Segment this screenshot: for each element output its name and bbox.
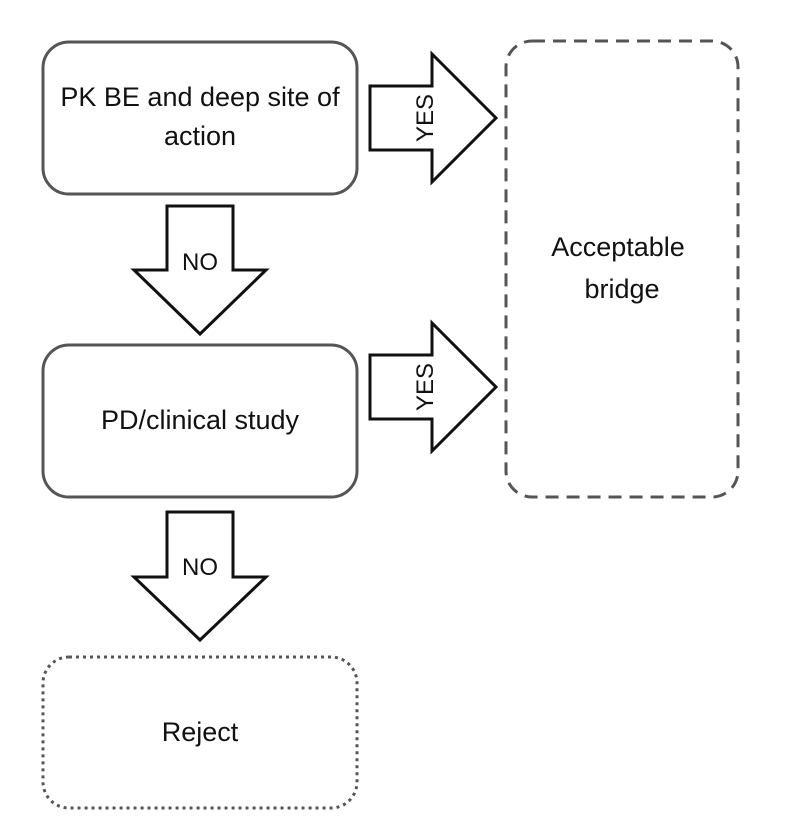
arrow-yes-top-label: YES (412, 94, 439, 142)
arrow-yes-top-shape (368, 50, 499, 186)
node-pd-clinical: PD/clinical study (41, 343, 359, 499)
node-reject-label: Reject (162, 717, 239, 747)
arrow-no-bottom-label: NO (182, 554, 218, 581)
arrow-no-bottom-shape (130, 510, 270, 643)
node-bridge-box (504, 39, 740, 499)
node-pd-clinical-label: PD/clinical study (101, 405, 300, 435)
node-pd-clinical-box (41, 343, 359, 499)
arrow-no-top: NO (130, 204, 270, 337)
arrow-yes-bottom: YES (368, 319, 499, 455)
node-bridge-label-line2: bridge (584, 274, 659, 304)
arrow-yes-top: YES (368, 50, 499, 186)
arrow-no-bottom: NO (130, 510, 270, 643)
node-bridge: Acceptable bridge (504, 39, 740, 499)
node-pk-be-box (41, 40, 359, 196)
arrow-yes-bottom-shape (368, 319, 499, 455)
arrow-no-top-label: NO (182, 249, 218, 276)
arrow-no-top-shape (130, 204, 270, 337)
node-bridge-label-line1: Acceptable (551, 232, 685, 262)
node-pk-be-label-line1: PK BE and deep site of (60, 82, 340, 112)
node-pk-be-label-line2: action (164, 121, 236, 151)
node-reject-box (41, 655, 359, 810)
node-pk-be: PK BE and deep site of action (41, 40, 359, 196)
node-reject: Reject (41, 655, 359, 810)
arrow-yes-bottom-label: YES (412, 363, 439, 411)
